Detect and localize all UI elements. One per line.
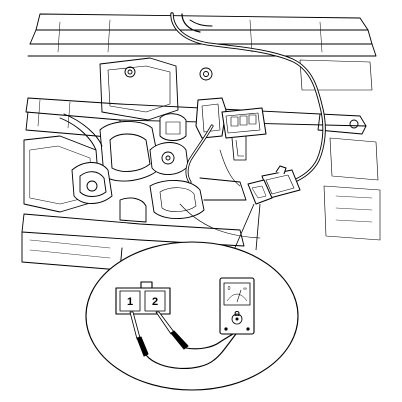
sensor-assembly	[195, 97, 267, 161]
test-leads	[145, 331, 237, 369]
harness-connector	[247, 165, 301, 205]
probe-2	[155, 311, 189, 350]
meter-ohm-label: Ω	[234, 311, 240, 318]
ohmmeter	[219, 277, 255, 335]
zoom-detail: 1 2 0 ∞ Ω	[85, 241, 299, 391]
callout-leader	[233, 203, 261, 251]
jack-ohm	[246, 327, 250, 331]
connector-face	[115, 281, 171, 315]
meter-scale-infinity: ∞	[243, 286, 247, 292]
wire-harness	[170, 12, 326, 184]
pin-2-label: 2	[152, 296, 158, 308]
meter-needle	[236, 289, 242, 303]
probe-1	[129, 311, 149, 357]
jack-com	[224, 327, 228, 331]
pin-1-label: 1	[127, 296, 133, 308]
engine-bay-background	[21, 13, 381, 271]
meter-scale-zero: 0	[228, 286, 231, 292]
